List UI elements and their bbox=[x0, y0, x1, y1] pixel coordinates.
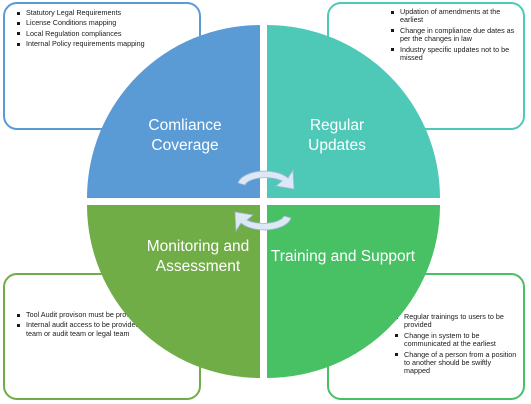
monitoring-quadrant bbox=[87, 205, 260, 378]
list-item: Tool Audit provison must be provided bbox=[17, 310, 191, 319]
list-item: Industry specific updates not to be miss… bbox=[391, 45, 517, 63]
upper-arc-arrow bbox=[237, 168, 295, 190]
list-item: Internal Policy requirements mapping bbox=[17, 39, 193, 48]
list-item: Updation of amendments at the earliest bbox=[391, 7, 517, 25]
updates-items-list: Updation of amendments at the earliest C… bbox=[391, 7, 517, 63]
list-item: Change of a person from a position to an… bbox=[395, 350, 517, 376]
list-item: Statutory Legal Requirements bbox=[17, 8, 193, 17]
compliance-quadrant bbox=[87, 25, 260, 198]
updates-quadrant bbox=[267, 25, 440, 198]
list-item: Change in compliance due dates as per th… bbox=[391, 26, 517, 44]
monitoring-assessment-label: Monitoring and Assessment bbox=[146, 238, 250, 275]
lower-arc-arrow bbox=[234, 211, 292, 233]
list-item: Local Regulation compliances bbox=[17, 29, 193, 38]
monitoring-items-list: Tool Audit provison must be provided Int… bbox=[17, 310, 191, 338]
regular-updates-label: Regular Updates bbox=[308, 117, 366, 154]
compliance-coverage-label: Comliance Coverage bbox=[148, 117, 222, 154]
training-quadrant bbox=[267, 205, 440, 378]
list-item: Change in system to be communicated at t… bbox=[395, 331, 517, 349]
compliance-items-list: Statutory Legal Requirements License Con… bbox=[17, 8, 193, 49]
list-item: Internal audit access to be provided to … bbox=[17, 321, 191, 338]
circular-arrows-icon bbox=[234, 168, 295, 233]
training-support-label: Training and Support bbox=[270, 248, 416, 265]
list-item: License Conditions mapping bbox=[17, 18, 193, 27]
